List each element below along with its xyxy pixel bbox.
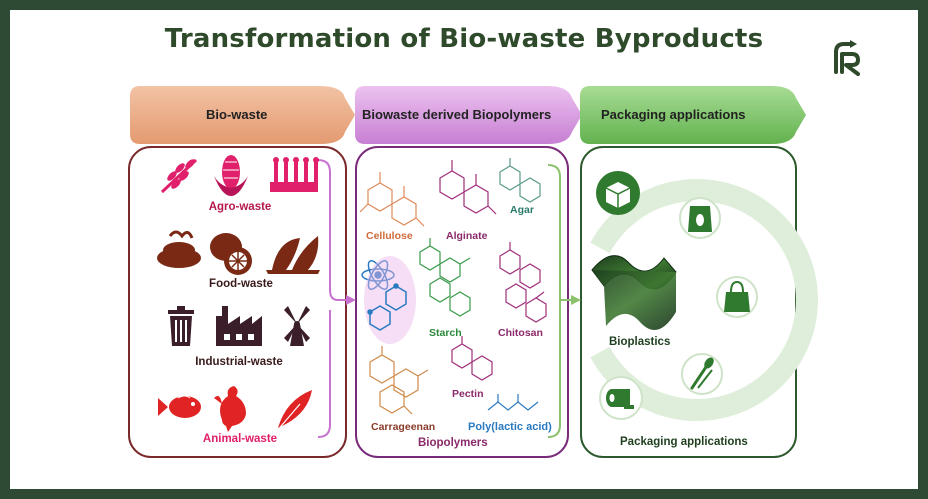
agar-label: Agar bbox=[510, 204, 534, 216]
alginate-label: Alginate bbox=[446, 230, 488, 242]
factory-icon bbox=[216, 306, 262, 346]
bracket-arrow-1 bbox=[317, 159, 350, 301]
page-title: Transformation of Bio-waste Byproducts bbox=[164, 24, 764, 54]
feather-icon bbox=[275, 390, 312, 433]
cellulose-structure-icon bbox=[359, 172, 425, 227]
packaging-header-arrow bbox=[580, 86, 806, 144]
pla-structure-icon bbox=[487, 394, 539, 411]
carrageenan-label: Carrageenan bbox=[371, 421, 436, 433]
animal-waste-label: Animal-waste bbox=[202, 433, 278, 445]
recycle-r-logo-icon bbox=[834, 40, 860, 76]
molecule-network-icon bbox=[367, 283, 407, 331]
trash-bin-icon bbox=[168, 306, 194, 346]
bioplastics-label: Bioplastics bbox=[609, 336, 671, 348]
pectin-structure-icon bbox=[451, 336, 493, 381]
paper-roll-icon bbox=[599, 376, 643, 420]
biopolymers-header-label: Biowaste derived Biopolymers bbox=[362, 107, 552, 122]
starch-structure-icon bbox=[419, 238, 471, 317]
atom-icon bbox=[361, 260, 395, 290]
wheat-icon bbox=[160, 158, 198, 194]
packaging-footer-label: Packaging applications bbox=[620, 436, 748, 448]
highlight-blob bbox=[364, 256, 416, 344]
fish-icon bbox=[158, 395, 201, 418]
cellulose-label: Cellulose bbox=[366, 230, 413, 242]
pectin-label: Pectin bbox=[452, 388, 484, 400]
biowaste-header-arrow bbox=[130, 86, 355, 144]
shopping-bag-icon bbox=[716, 276, 758, 318]
starch-label: Starch bbox=[429, 327, 462, 339]
chitosan-structure-icon bbox=[499, 242, 547, 323]
agar-structure-icon bbox=[499, 158, 541, 203]
pla-label: Poly(lactic acid) bbox=[468, 421, 552, 433]
box-icon bbox=[596, 171, 640, 215]
agro-waste-label: Agro-waste bbox=[208, 201, 272, 213]
packaging-header-label: Packaging applications bbox=[601, 107, 746, 122]
rooster-icon bbox=[214, 386, 246, 432]
carrageenan-structure-icon bbox=[369, 346, 429, 415]
cutlery-icon bbox=[681, 353, 723, 395]
biowaste-header-label: Bio-waste bbox=[206, 107, 268, 122]
windmill-icon bbox=[284, 306, 310, 346]
alginate-structure-icon bbox=[439, 160, 497, 215]
biopolymers-footer-label: Biopolymers bbox=[418, 437, 488, 449]
chitosan-label: Chitosan bbox=[498, 327, 543, 339]
fruit-waste-icon bbox=[210, 233, 252, 275]
food-waste-label: Food-waste bbox=[209, 278, 273, 290]
biopolymers-header-arrow bbox=[355, 86, 582, 144]
food-plate-icon bbox=[157, 230, 201, 268]
food-bag-icon bbox=[679, 197, 721, 239]
corn-icon bbox=[214, 155, 248, 196]
crop-field-icon bbox=[270, 157, 319, 192]
packaging-cycle-ring bbox=[590, 179, 818, 421]
vegetable-scraps-icon bbox=[266, 236, 320, 274]
biopolymers-panel bbox=[355, 146, 569, 458]
industrial-waste-label: Industrial-waste bbox=[195, 356, 283, 368]
